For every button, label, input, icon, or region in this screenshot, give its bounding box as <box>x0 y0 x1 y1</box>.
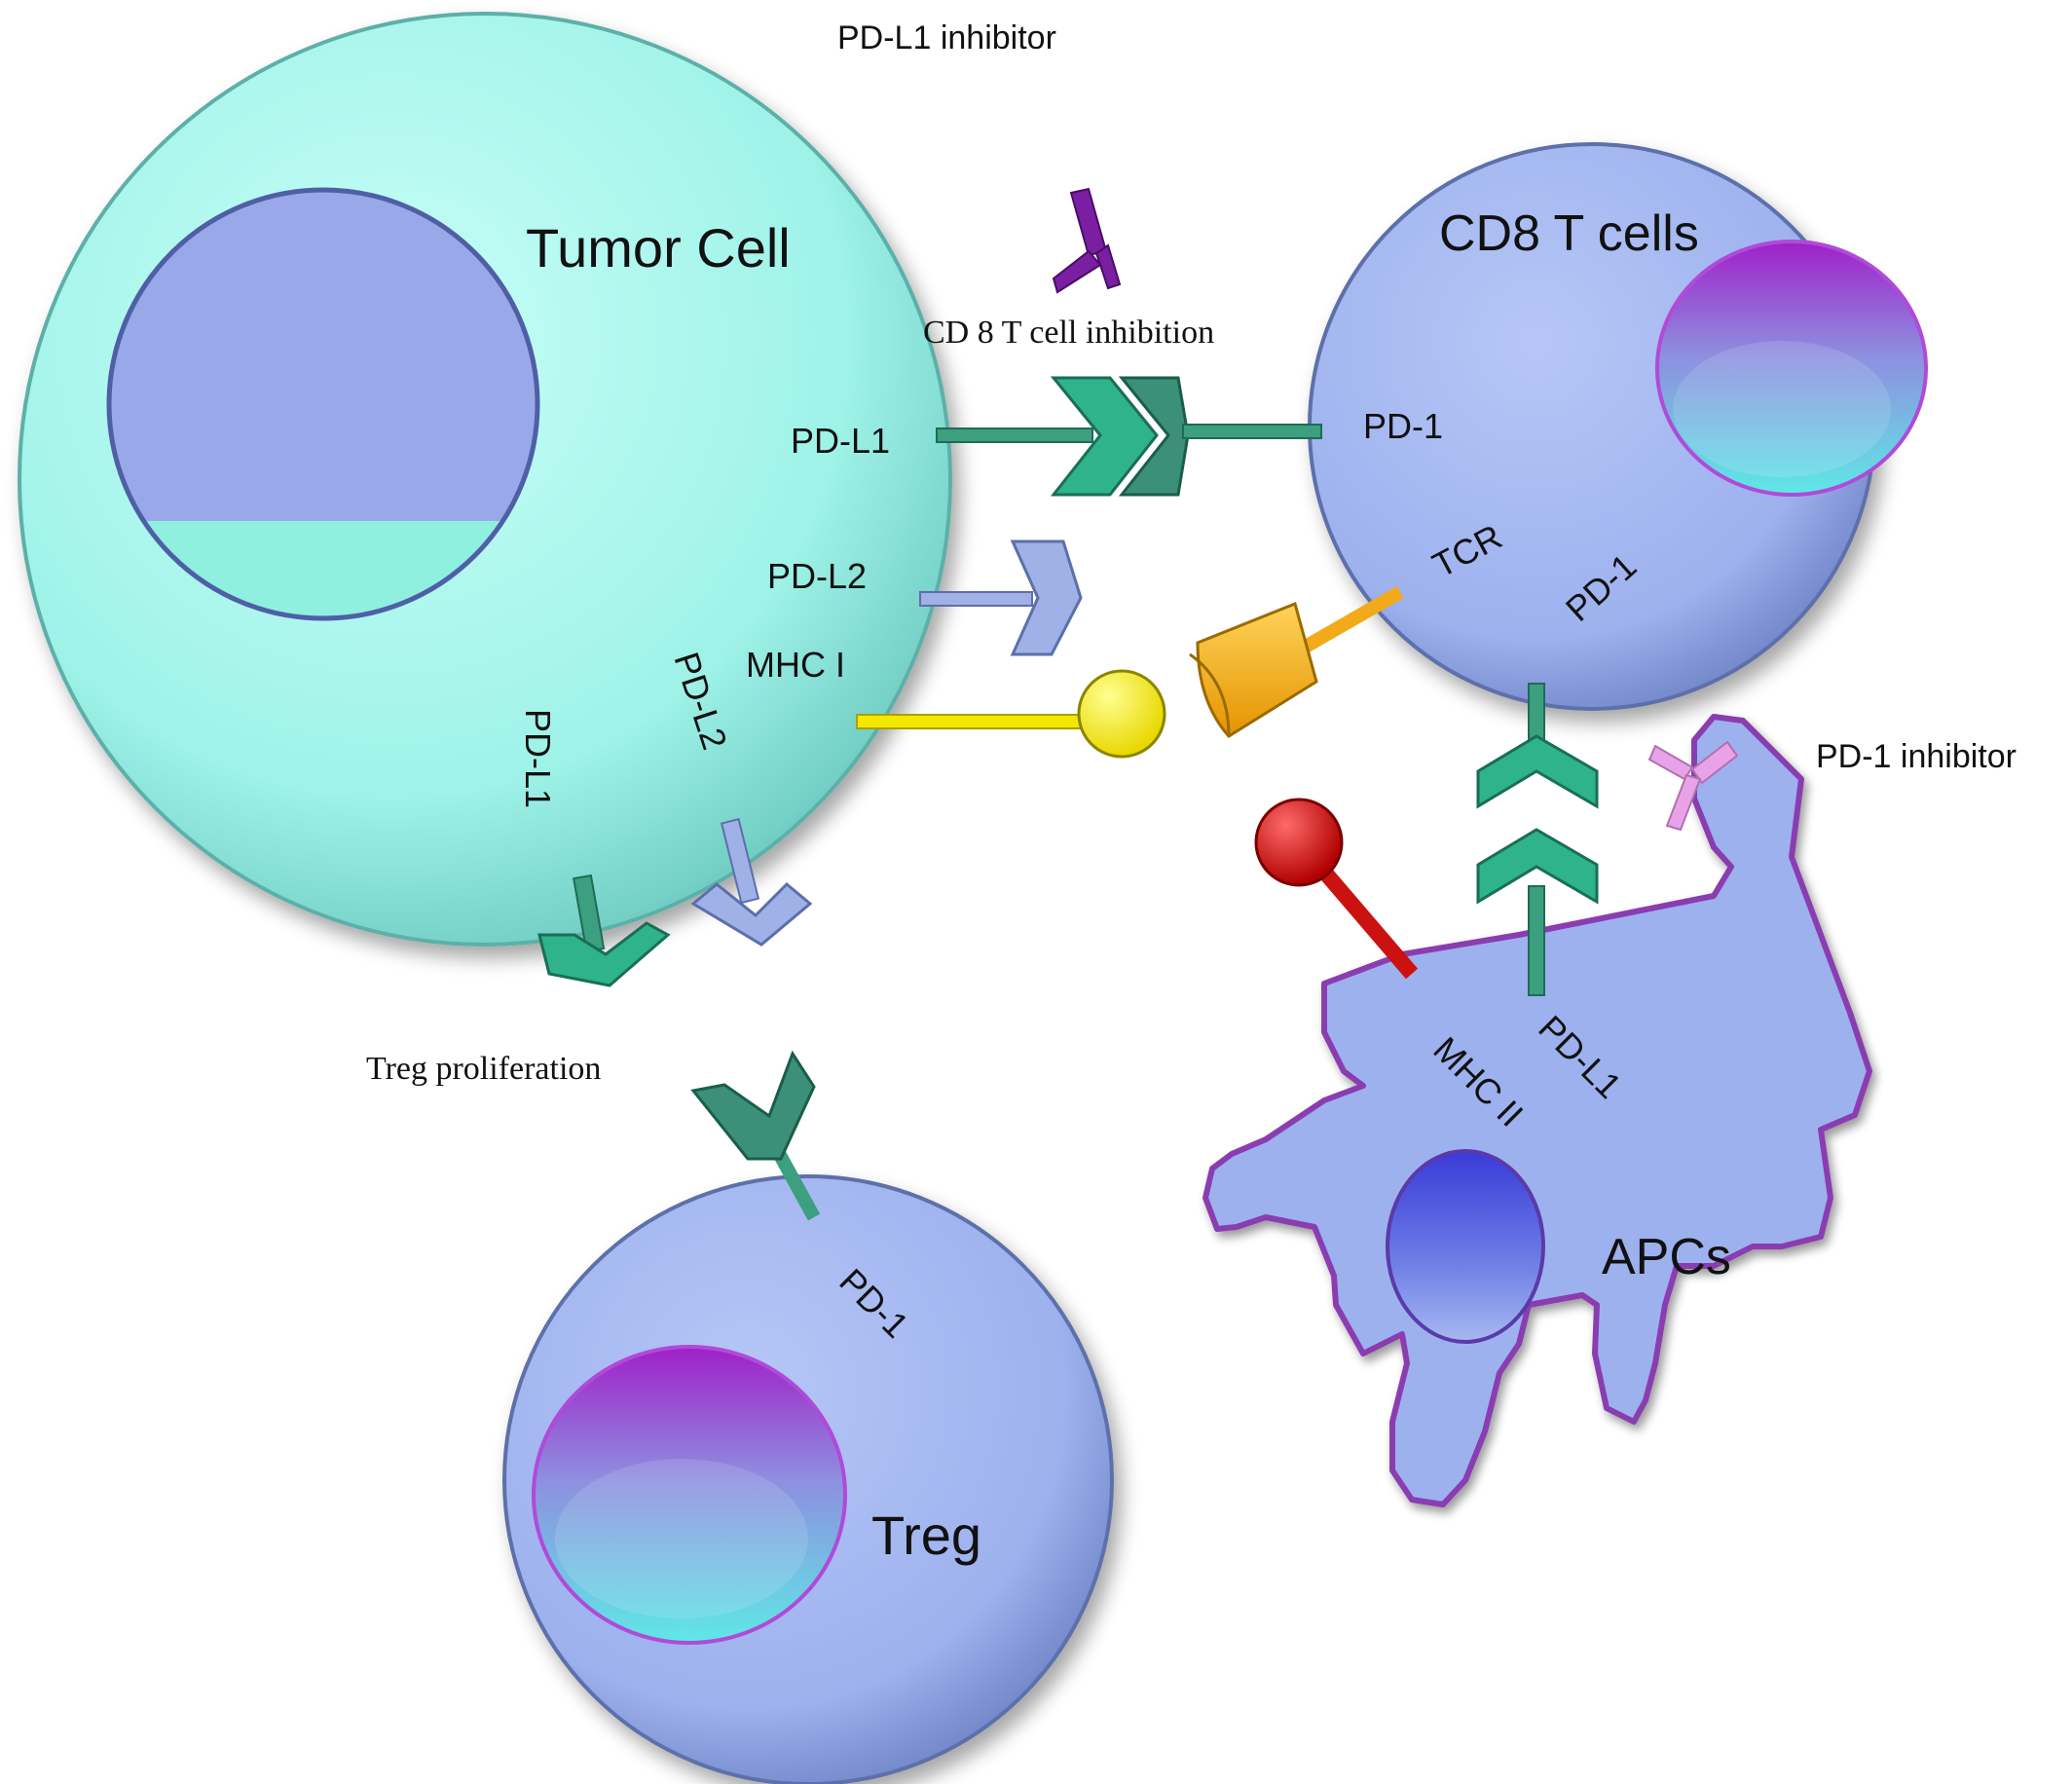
pd-l1-pd-1-interaction <box>936 376 1322 497</box>
treg-title: Treg <box>871 1505 981 1566</box>
apc-cell: APCs MHC II PD-L1 <box>1202 714 1872 1507</box>
tumor-lower-pd-l1-ligand <box>537 873 671 987</box>
mhc-i-tcr-interaction <box>856 585 1404 759</box>
apc-title: APCs <box>1602 1229 1731 1285</box>
tumor-pd-l2-label: PD-L2 <box>767 556 867 596</box>
mhc-i-stem <box>856 714 1082 729</box>
treg-pd-1-receptor <box>690 1050 821 1221</box>
tumor-pd-l1-chevron <box>1050 376 1159 497</box>
pd-l1-inhibitor-antibody <box>1052 187 1122 294</box>
treg-nucleus <box>532 1345 847 1645</box>
mhc-i-ball <box>1077 669 1166 759</box>
tumor-mhc-i-label: MHC I <box>746 645 845 685</box>
apc-nucleus <box>1386 1149 1545 1344</box>
tumor-cell-title: Tumor Cell <box>526 217 791 279</box>
cd8-pd-1-chevron <box>1118 376 1190 497</box>
apc-mhc-ii-receptor <box>1254 798 1419 980</box>
tumor-pd-l1-lower-label: PD-L1 <box>518 709 558 808</box>
tumor-lower-pd-l2-ligand <box>690 817 813 947</box>
cd8-title: CD8 T cells <box>1439 205 1699 262</box>
cd8-nucleus <box>1655 240 1928 497</box>
cd8-pd-1-label: PD-1 <box>1363 406 1443 446</box>
cd8-inhibition-label: CD 8 T cell inhibition <box>923 315 1214 351</box>
pd-l1-inhibitor-label: PD-L1 inhibitor <box>837 19 1056 56</box>
pd-1-inhibitor-antibody <box>1647 740 1739 832</box>
treg-cell: Treg PD-1 <box>502 1174 1114 1784</box>
apc-pd-l1-cd8-pd-1-interaction <box>1476 683 1599 996</box>
tumor-cell: Tumor Cell PD-L1 PD-L2 MHC I PD-L1 PD-L2 <box>18 12 952 947</box>
tumor-pd-l2-ligand <box>919 539 1083 656</box>
tumor-pd-l1-stem <box>936 427 1093 443</box>
pd-1-inhibitor-label: PD-1 inhibitor <box>1816 738 2016 775</box>
treg-proliferation-label: Treg proliferation <box>366 1051 601 1087</box>
cd8-t-cell: CD8 T cells PD-1 TCR PD-1 <box>1308 142 1928 711</box>
cd8-pd-1-stem <box>1182 424 1322 439</box>
tumor-pd-l1-label: PD-L1 <box>791 421 890 461</box>
tcr-cup <box>1196 601 1318 738</box>
